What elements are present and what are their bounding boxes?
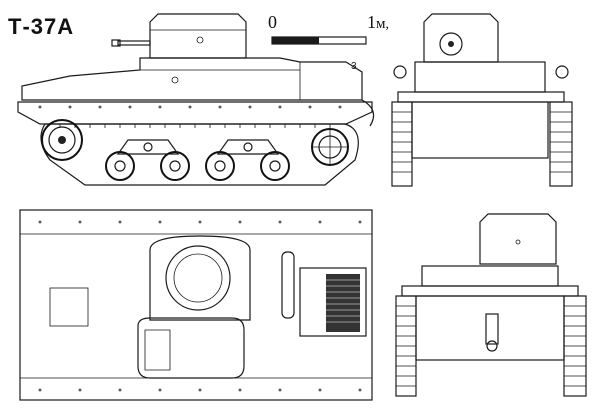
- top-driver-hatch: [137, 317, 245, 379]
- top-rivets: [38, 220, 362, 392]
- side-drive-sprocket: [41, 119, 83, 161]
- rear-hull-top: [421, 265, 559, 287]
- side-gun-barrel: [117, 40, 151, 46]
- side-hull-upper: [21, 57, 363, 101]
- front-right-track: [549, 101, 573, 187]
- side-bogie-front: [105, 139, 190, 181]
- side-hull-number: 3: [351, 61, 357, 72]
- scale-bar: [271, 36, 367, 45]
- front-hull-top: [414, 61, 546, 93]
- scale-end-label: 1м,: [367, 12, 389, 32]
- scale-start-label: 0: [268, 12, 277, 32]
- side-idler-wheel: [311, 128, 349, 166]
- side-view: 3: [17, 13, 375, 186]
- drawing-title: Т-37А: [8, 14, 75, 39]
- top-engine-grille: [299, 267, 367, 337]
- side-hull-fender: [17, 101, 373, 125]
- front-view: [391, 13, 573, 187]
- side-rivets: [38, 105, 342, 109]
- front-left-track: [391, 101, 413, 187]
- rear-view: [395, 213, 587, 397]
- top-hull-outline: [19, 209, 373, 401]
- rear-turret: [479, 213, 557, 265]
- top-view: [19, 209, 373, 401]
- side-track: [40, 123, 359, 186]
- side-bogie-rear: [205, 139, 290, 181]
- front-hull-plate: [411, 101, 549, 159]
- side-turret: [149, 13, 247, 59]
- top-access-plate: [49, 287, 89, 327]
- top-turret: [149, 235, 251, 321]
- front-turret: [423, 13, 499, 63]
- top-muffler: [281, 251, 295, 319]
